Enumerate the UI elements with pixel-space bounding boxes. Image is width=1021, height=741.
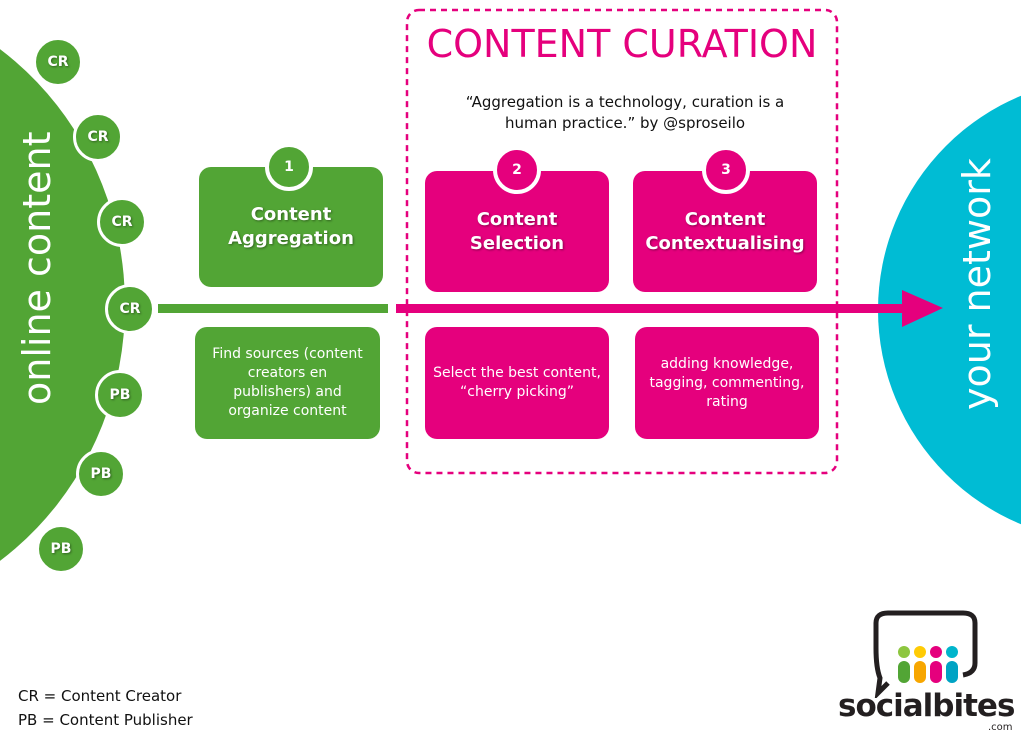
online-content-label: online content <box>15 131 59 405</box>
step-title: Content Aggregation <box>228 204 354 249</box>
creator-node: CR <box>33 37 83 87</box>
speech-bubble-icon <box>873 610 978 698</box>
logo-text: socialbites <box>838 688 1015 724</box>
creator-node: CR <box>97 197 147 247</box>
step-desc: adding knowledge, tagging, commenting, r… <box>649 355 805 410</box>
step-desc: Find sources (content creators en publis… <box>212 346 363 419</box>
step-aggregation-desc: Find sources (content creators en publis… <box>195 327 380 439</box>
creator-node: CR <box>73 112 123 162</box>
online-content-shape <box>0 49 125 561</box>
step-desc: Select the best content, “cherry picking… <box>433 365 601 400</box>
curation-frame <box>405 8 839 475</box>
step-number: 2 <box>493 146 541 194</box>
your-network-shape <box>878 95 1021 525</box>
your-network-label: your network <box>955 158 999 410</box>
curation-quote: “Aggregation is a technology, curation i… <box>465 93 785 132</box>
step-number: 1 <box>265 143 313 191</box>
creator-node: CR <box>105 284 155 334</box>
publisher-node: PB <box>36 524 86 574</box>
curation-arrow-line <box>396 304 911 313</box>
logo-suffix: .com <box>988 722 1013 733</box>
curation-title: CONTENT CURATION <box>426 22 818 66</box>
aggregation-line <box>158 304 388 313</box>
step-number: 3 <box>702 146 750 194</box>
publisher-node: PB <box>95 370 145 420</box>
legend-item: CR = Content Creator <box>18 687 182 705</box>
step-title: Content Contextualising <box>645 208 805 254</box>
step-selection-desc: Select the best content, “cherry picking… <box>425 327 609 439</box>
publisher-node: PB <box>76 449 126 499</box>
legend-item: PB = Content Publisher <box>18 711 193 729</box>
legend: CR = Content Creator PB = Content Publis… <box>18 684 193 732</box>
step-title: Content Selection <box>469 208 565 254</box>
step-contextualising: Content Contextualising <box>633 171 817 292</box>
step-contextualising-desc: adding knowledge, tagging, commenting, r… <box>635 327 819 439</box>
arrow-head-icon <box>902 290 943 327</box>
socialbites-logo: socialbites .com <box>838 608 1018 738</box>
